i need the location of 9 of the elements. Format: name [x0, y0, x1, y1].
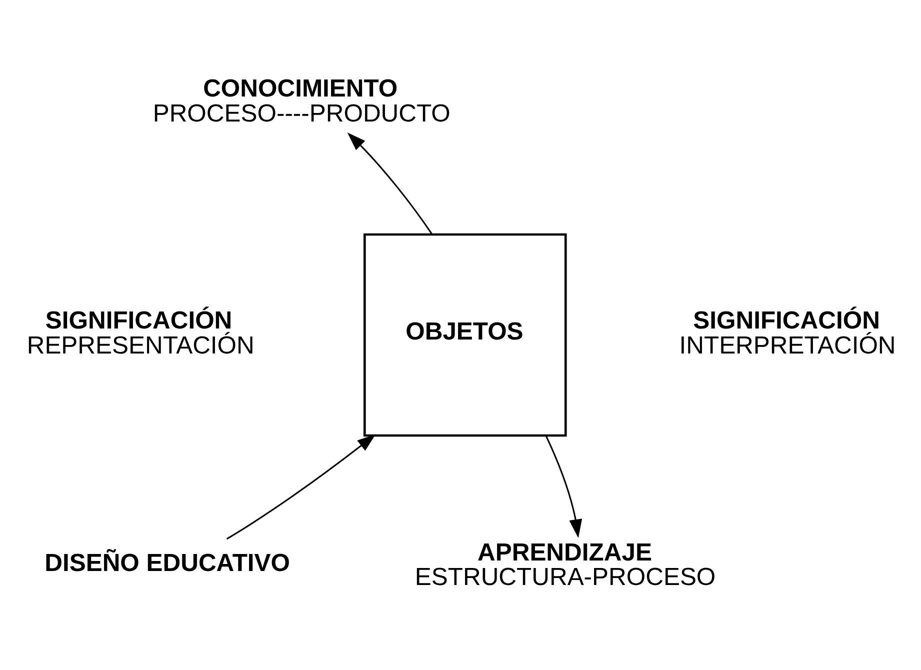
arrow: [545, 435, 582, 538]
arrow: [226, 434, 376, 540]
node-text: CONOCIMIENTO PROCESO----PRODUCTO: [152, 76, 450, 128]
node-box: OBJETOS: [363, 233, 567, 437]
arrow: [347, 132, 433, 235]
node-text: SIGNIFICACIÓN INTERPRETACIÓN: [679, 308, 896, 360]
node-text: APRENDIZAJE ESTRUCTURA-PROCESO: [414, 539, 716, 592]
node-text: SIGNIFICACIÓN REPRESENTACIÓN: [26, 308, 254, 360]
node-text: DISEÑO EDUCATIVO: [44, 550, 290, 578]
